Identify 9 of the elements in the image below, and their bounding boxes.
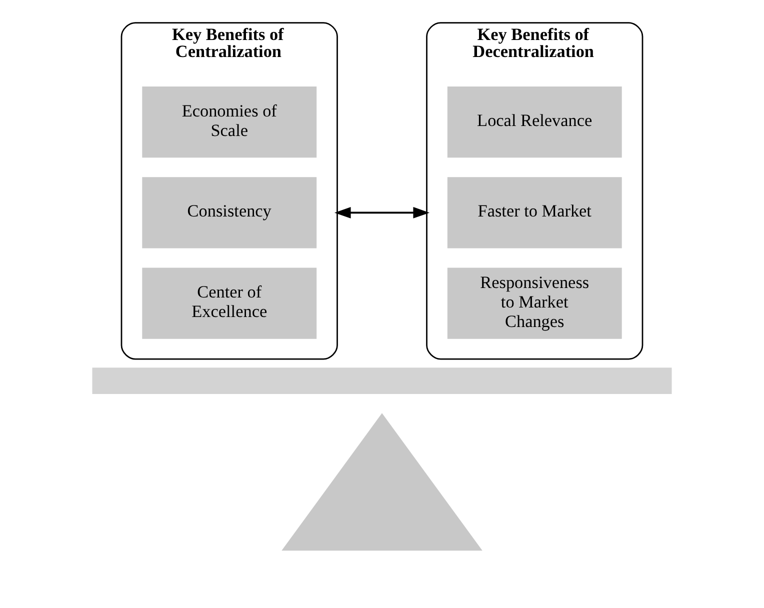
node-box: Consistency <box>142 176 317 248</box>
node-triangle <box>282 412 482 550</box>
node-box: Responsiveness to Market Changes <box>447 267 622 338</box>
node-box: Faster to Market <box>447 176 622 248</box>
node-box: Local Relevance <box>447 86 622 158</box>
arrow <box>334 206 430 218</box>
node-box: Economies of Scale <box>142 86 317 158</box>
node-bar <box>92 367 672 394</box>
node-box: Center of Excellence <box>142 267 317 338</box>
